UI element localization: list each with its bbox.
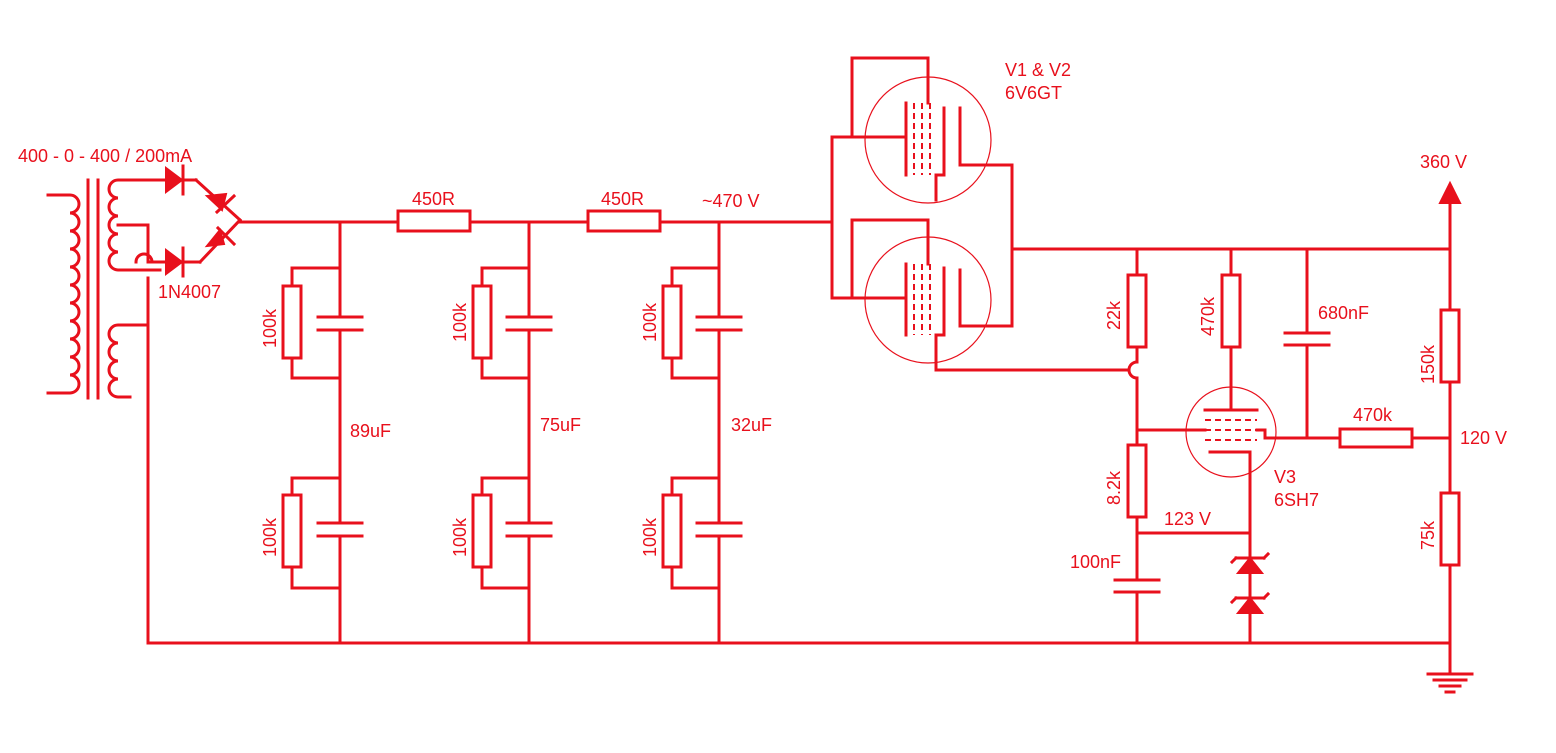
resistor-bleeder-c2 [661, 493, 683, 569]
bleeder-c2-label: 100k [640, 517, 660, 557]
resistor-450r-2-label: 450R [601, 189, 644, 209]
resistor-470k-horizontal-label: 470k [1353, 405, 1393, 425]
diode-bridge-b [204, 227, 226, 248]
tube-pair-type-label: 6V6GT [1005, 83, 1062, 103]
diode-label: 1N4007 [158, 282, 221, 302]
resistor-22k [1126, 273, 1148, 349]
node-voltage-label: ~470 V [702, 191, 760, 211]
resistor-450r-1 [396, 209, 472, 233]
cap-b-label: 75uF [540, 415, 581, 435]
filter-network [238, 209, 834, 645]
tube-v3-envelope [1185, 386, 1277, 478]
bleeder-b2-label: 100k [450, 517, 470, 557]
bleeder-a1-label: 100k [260, 308, 280, 348]
resistor-450r-1-label: 450R [412, 189, 455, 209]
resistor-150k-label: 150k [1418, 344, 1438, 384]
tube-v3-type-label: 6SH7 [1274, 490, 1319, 510]
output-arrow [1438, 180, 1462, 204]
resistor-150k [1439, 308, 1461, 384]
output-voltage-label: 360 V [1420, 152, 1467, 172]
resistor-8k2-label: 8.2k [1104, 470, 1124, 505]
component-labels: 400 - 0 - 400 / 200mA 1N4007 450R 450R ~… [18, 60, 1507, 572]
resistor-bleeder-c1 [661, 284, 683, 360]
bleeder-a2-label: 100k [260, 517, 280, 557]
zener-diode-upper [1235, 556, 1265, 574]
tube-pair-name-label: V1 & V2 [1005, 60, 1071, 80]
ref-voltage-label: 120 V [1460, 428, 1507, 448]
rectifier-diodes [134, 164, 243, 278]
transformer-label: 400 - 0 - 400 / 200mA [18, 146, 192, 166]
power-transformer [46, 178, 150, 400]
bleeder-b1-label: 100k [450, 302, 470, 342]
cap-c-label: 32uF [731, 415, 772, 435]
resistor-75k-label: 75k [1418, 520, 1438, 550]
resistor-470k-vertical [1220, 273, 1242, 349]
resistor-bleeder-a2 [281, 493, 303, 569]
resistor-8k2 [1126, 443, 1148, 519]
regulator-network [1113, 180, 1462, 645]
resistor-22k-label: 22k [1104, 300, 1124, 330]
cap-680nf-label: 680nF [1318, 303, 1369, 323]
resistor-470k-vertical-label: 470k [1198, 296, 1218, 336]
cap-100nf-label: 100nF [1070, 552, 1121, 572]
tube-v3-name-label: V3 [1274, 467, 1296, 487]
resistor-450r-2 [586, 209, 662, 233]
resistor-bleeder-a1 [281, 284, 303, 360]
cap-a-label: 89uF [350, 421, 391, 441]
resistor-470k-horizontal [1338, 427, 1414, 449]
diode-upper [165, 166, 184, 194]
bleeder-c1-label: 100k [640, 302, 660, 342]
resistor-bleeder-b2 [471, 493, 493, 569]
resistor-bleeder-b1 [471, 284, 493, 360]
cathode-voltage-label: 123 V [1164, 509, 1211, 529]
ground-rail [146, 276, 1474, 694]
zener-diode-lower [1235, 596, 1265, 614]
resistor-75k [1439, 491, 1461, 567]
